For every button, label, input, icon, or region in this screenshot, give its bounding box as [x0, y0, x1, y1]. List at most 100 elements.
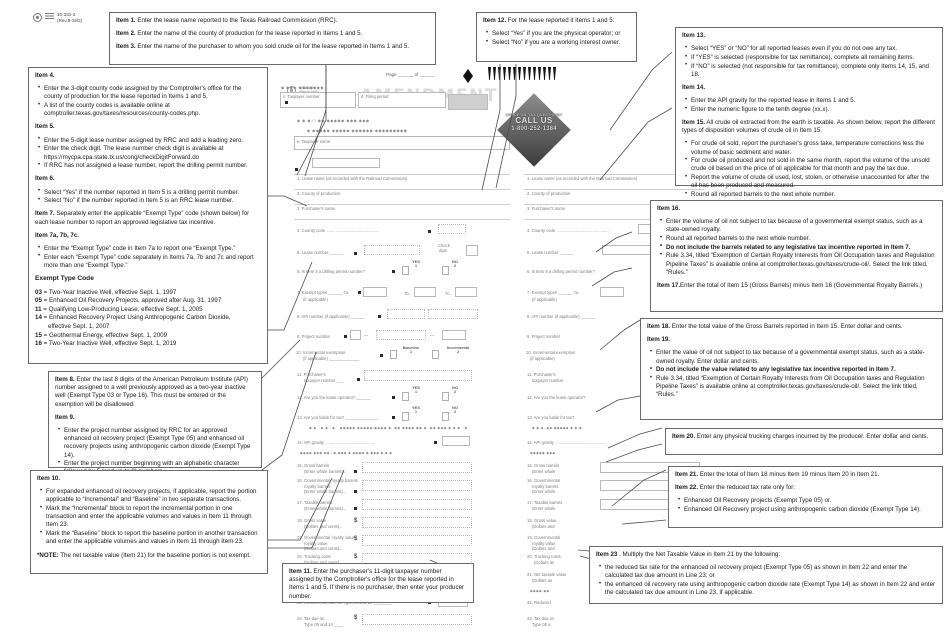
field-7b-input[interactable] — [414, 287, 436, 297]
field-12-yes-box[interactable] — [402, 392, 409, 401]
field-4-input[interactable] — [438, 224, 466, 234]
item-19-bullets: Enter the value of oil not subject to ta… — [647, 349, 936, 399]
field-19-input[interactable] — [362, 535, 472, 546]
field-9-input-a[interactable] — [350, 330, 361, 340]
item-10-note: *NOTE: The net taxable value (Item 21) f… — [37, 552, 261, 560]
item-13-label: Item 13. — [682, 32, 706, 39]
marker-dot-14 — [434, 441, 437, 444]
field-14-label-r: 14. API gravity ........................… — [527, 440, 606, 445]
field-9-input-c[interactable] — [442, 330, 466, 340]
list-item: If “NO” is selected (not responsible for… — [685, 62, 936, 79]
taxpayer-number-boxes[interactable] — [312, 158, 380, 168]
field-23-sub: Type 05 and 14 ____ — [304, 622, 344, 627]
item-17-label: Item 17. — [657, 282, 681, 289]
field-18-dollar-sign: $ — [354, 518, 358, 524]
field-9-label: 9. Project number — [297, 334, 331, 339]
list-item: Do not include the value related to any … — [650, 366, 936, 374]
list-item: Mark the “Baseline” block to report the … — [40, 530, 261, 546]
callout-item-20: Item 20. Enter any physical trucking cha… — [665, 428, 943, 455]
field-12-label-r: 12. Are you the lease operator? — [527, 395, 586, 400]
field-14-input[interactable] — [442, 436, 470, 446]
field-23-input[interactable] — [362, 614, 472, 625]
item-11-text: Item 11. Enter the purchaser's 11-digit … — [289, 568, 467, 601]
field-11-label-r: 11. Purchaser's — [527, 372, 556, 377]
field-9-label-r: 9. Project number — [527, 334, 561, 339]
field-10-sub-r: (if applicable) — [530, 356, 555, 361]
field-6-yes-box[interactable] — [402, 266, 409, 275]
item-23-body: . Multiply the Net Taxable Value in Item… — [617, 551, 781, 558]
list-item: Select “No” if you are a working interes… — [486, 39, 630, 47]
field-16-sub-r: royalty barrels — [532, 484, 559, 489]
field-16-sub2: (Enter whole barrels)... — [304, 489, 347, 494]
field-6-label: 6. Is Item 5 a drilling permit number? — [297, 269, 365, 274]
item-18-label: Item 18. — [647, 323, 671, 330]
field-9-input-b[interactable] — [376, 330, 426, 340]
item-4-bullets: Enter the 3-digit county code assigned b… — [35, 85, 261, 118]
item-19-label: Item 19. — [647, 336, 671, 344]
marker-dot-1 — [295, 168, 298, 171]
field-divider-r — [524, 204, 704, 205]
field-20-label: 20. Trucking costs — [297, 554, 331, 559]
check-digit-input[interactable] — [466, 245, 478, 256]
callout-item-12: Item 12. For the lease reported it Items… — [476, 12, 637, 62]
form-noise-right-top: ◆ ◆◆◆ ◆◆◆◆◆◆◆. — [281, 85, 326, 90]
marker-dot-8 — [378, 315, 381, 318]
field-17-input[interactable] — [362, 499, 472, 510]
field-5-input[interactable] — [364, 245, 420, 255]
field-19-sub-r: royalty value — [532, 541, 556, 546]
item-16-bullets: Enter the volume of oil not subject to t… — [657, 218, 936, 277]
field-7a-input[interactable] — [363, 287, 387, 297]
filing-period-box[interactable] — [358, 92, 446, 108]
field-13-yes-box[interactable] — [402, 412, 409, 421]
callout-item-11: Item 11. Enter the purchaser's 11-digit … — [282, 563, 474, 603]
list-item: Enter the project number assigned by RRC… — [58, 427, 255, 460]
code-value: 15 — [35, 331, 42, 339]
field-19-dollar-sign: $ — [354, 536, 358, 542]
field-18-input[interactable] — [362, 517, 472, 528]
item-9-label: Item 9. — [55, 413, 75, 421]
field-12-label: 12. Are you the lease operator? ______ — [297, 395, 371, 400]
list-item: A list of the county codes is available … — [38, 102, 261, 118]
code-text: = Two-Year Inactive Well, effective Sept… — [43, 340, 177, 348]
field-8-input-b[interactable] — [428, 309, 478, 319]
callout-items-21-22: Item 21. Enter the total of Item 18 minu… — [668, 466, 943, 528]
field-13-no-box[interactable] — [442, 412, 449, 421]
field-6-label-r: 6. Is Item 5 a drilling permit number? — [527, 269, 595, 274]
item-8-text: Item 8. Enter the last 8 digits of the A… — [55, 376, 255, 409]
page-header-ruled-icon — [45, 13, 54, 21]
right-input-col-2[interactable] — [602, 245, 652, 255]
list-item: If RRC has not assigned a lease number, … — [38, 162, 261, 170]
field-12-no-box[interactable] — [442, 392, 449, 401]
baseline-box[interactable] — [390, 350, 397, 359]
list-item: Round all reported barrels to the next w… — [685, 191, 936, 199]
list-item: Enter the 5-digit lease number assigned … — [38, 136, 261, 145]
item-2-text: Item 2. Enter the name of the county of … — [116, 30, 429, 38]
marker-dot-10 — [380, 354, 383, 357]
form-noise-right-low: ◆◆◆◆ ◆◆ — [530, 589, 550, 593]
form-noise-right-mid: ◆ ◆ ◆, ◆◆ ◆◆◆◆◆ ◆ ◆ ◆. — [532, 426, 584, 430]
field-6-no-box[interactable] — [442, 266, 449, 275]
right-input-col-3[interactable] — [600, 287, 624, 297]
field-15-input[interactable] — [362, 462, 472, 473]
field-16-input[interactable] — [362, 480, 472, 491]
incremental-box[interactable] — [432, 350, 439, 359]
list-item: Mark the “Incremental” block to report t… — [40, 505, 261, 530]
item-8-label: Item 8. — [55, 376, 75, 383]
field-19-label-r: 19. Governmental — [527, 535, 561, 540]
form-header-noise-b: ◆ ◆ ◆ ⁄ ⁄ ◆◆ ◆◆◆◆◆ ◆◆◆ ◆◆◆ — [297, 118, 370, 123]
item-10-note-body: The net taxable value (Item 21) for the … — [58, 551, 251, 559]
call-us-stamp-text: CRUDE OIL TAX QUESTIONS? CALL US 1-800-2… — [497, 113, 571, 132]
field-8-input-a[interactable] — [387, 309, 425, 319]
field-11-input[interactable] — [364, 370, 472, 381]
field-7c-input[interactable] — [455, 287, 477, 297]
taxpayer-number-label-2: c. Taxpayer number — [283, 94, 320, 99]
item-21-text: Item 21. Enter the total of Item 18 minu… — [675, 471, 936, 479]
item-10-note-label: *NOTE: — [37, 551, 59, 559]
item-10-label: Item 10. — [37, 475, 61, 482]
list-item: Enter each “Exempt Type” code separately… — [38, 253, 261, 270]
field-17-sub: (Enter whole barrels)... — [304, 506, 347, 511]
field-11-label2-r: taxpayer number — [532, 378, 564, 383]
